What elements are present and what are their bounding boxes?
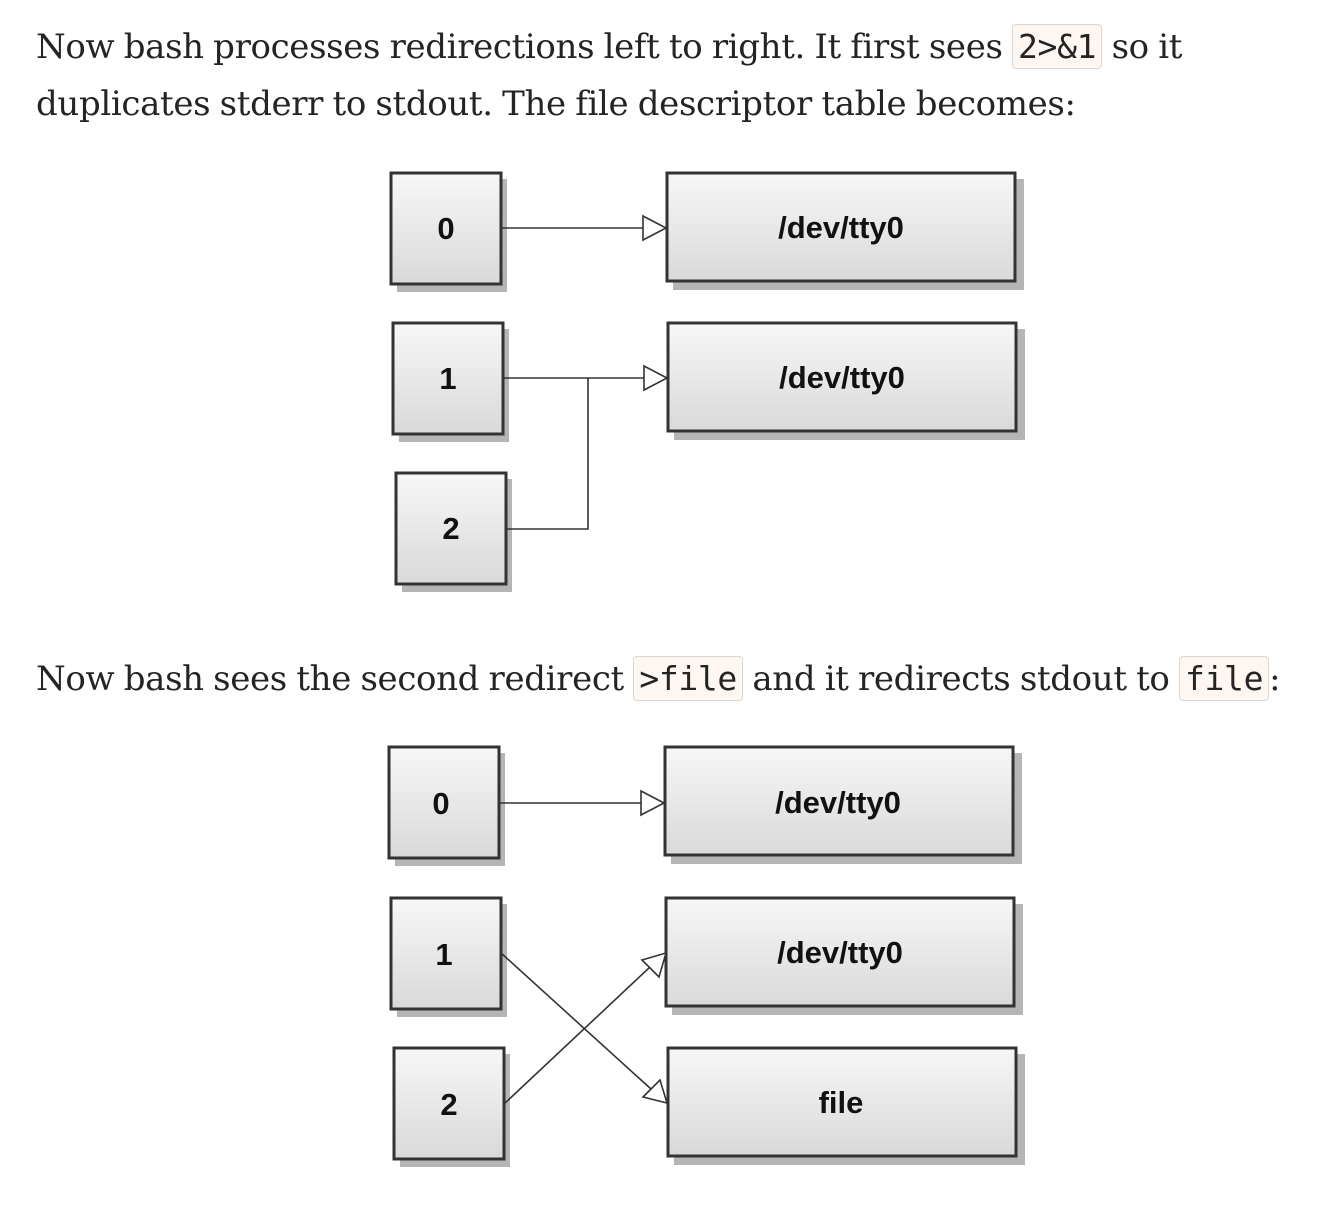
target-box-tty0-b: /dev/tty0 [666, 321, 1025, 440]
fd-label-0: 0 [437, 211, 454, 246]
fd-label-0: 0 [432, 786, 449, 821]
paragraph2-text-middle: and it redirects stdout to [742, 659, 1180, 699]
fd-box-1: 1 [389, 896, 507, 1017]
target-box-tty0-a: /dev/tty0 [663, 745, 1022, 864]
fd-label-1: 1 [435, 937, 452, 972]
target-label-tty0-b: /dev/tty0 [779, 360, 905, 395]
target-label-tty0-a: /dev/tty0 [775, 785, 901, 820]
target-label-file: file [819, 1085, 864, 1120]
arrow-fd0-to-tty0 [499, 789, 666, 817]
paragraph-stdout-redirect: Now bash sees the second redirect >file … [36, 650, 1281, 708]
connector-fd2-to-fd1-line [506, 378, 589, 530]
fd-box-2: 2 [392, 1046, 510, 1167]
fd-label-2: 2 [442, 511, 459, 546]
arrow-fd1-to-file [500, 952, 669, 1105]
fd-table-diagram-1: 0 1 2 /dev/tty0 /dev/tty0 [389, 171, 1025, 592]
paragraph2-text-before: Now bash sees the second redirect [36, 659, 634, 699]
fd-box-0: 0 [389, 171, 507, 292]
fd-box-2: 2 [394, 471, 512, 592]
target-label-tty0-b: /dev/tty0 [777, 935, 903, 970]
paragraph2-text-after: : [1269, 659, 1281, 699]
paragraph1-text-after: so it duplicates stderr to stdout. The f… [36, 27, 1183, 124]
target-box-file: file [666, 1046, 1025, 1165]
inline-code-redirect-file: >file [633, 656, 743, 701]
target-box-tty0-b: /dev/tty0 [664, 896, 1023, 1015]
fd-label-2: 2 [440, 1087, 457, 1122]
inline-code-2to1: 2>&1 [1012, 24, 1103, 69]
fd-box-0: 0 [387, 745, 505, 866]
arrow-fd2-to-tty0 [503, 951, 668, 1105]
paragraph1-text-before: Now bash processes redirections left to … [36, 27, 1013, 67]
arrow-fd0-to-tty0 [501, 214, 668, 242]
target-box-tty0-a: /dev/tty0 [665, 171, 1024, 290]
inline-code-file: file [1179, 656, 1270, 701]
fd-label-1: 1 [439, 361, 456, 396]
paragraph-stderr-duplication: Now bash processes redirections left to … [36, 18, 1306, 133]
target-label-tty0-a: /dev/tty0 [778, 210, 904, 245]
arrow-fd1-to-tty0 [503, 364, 669, 392]
